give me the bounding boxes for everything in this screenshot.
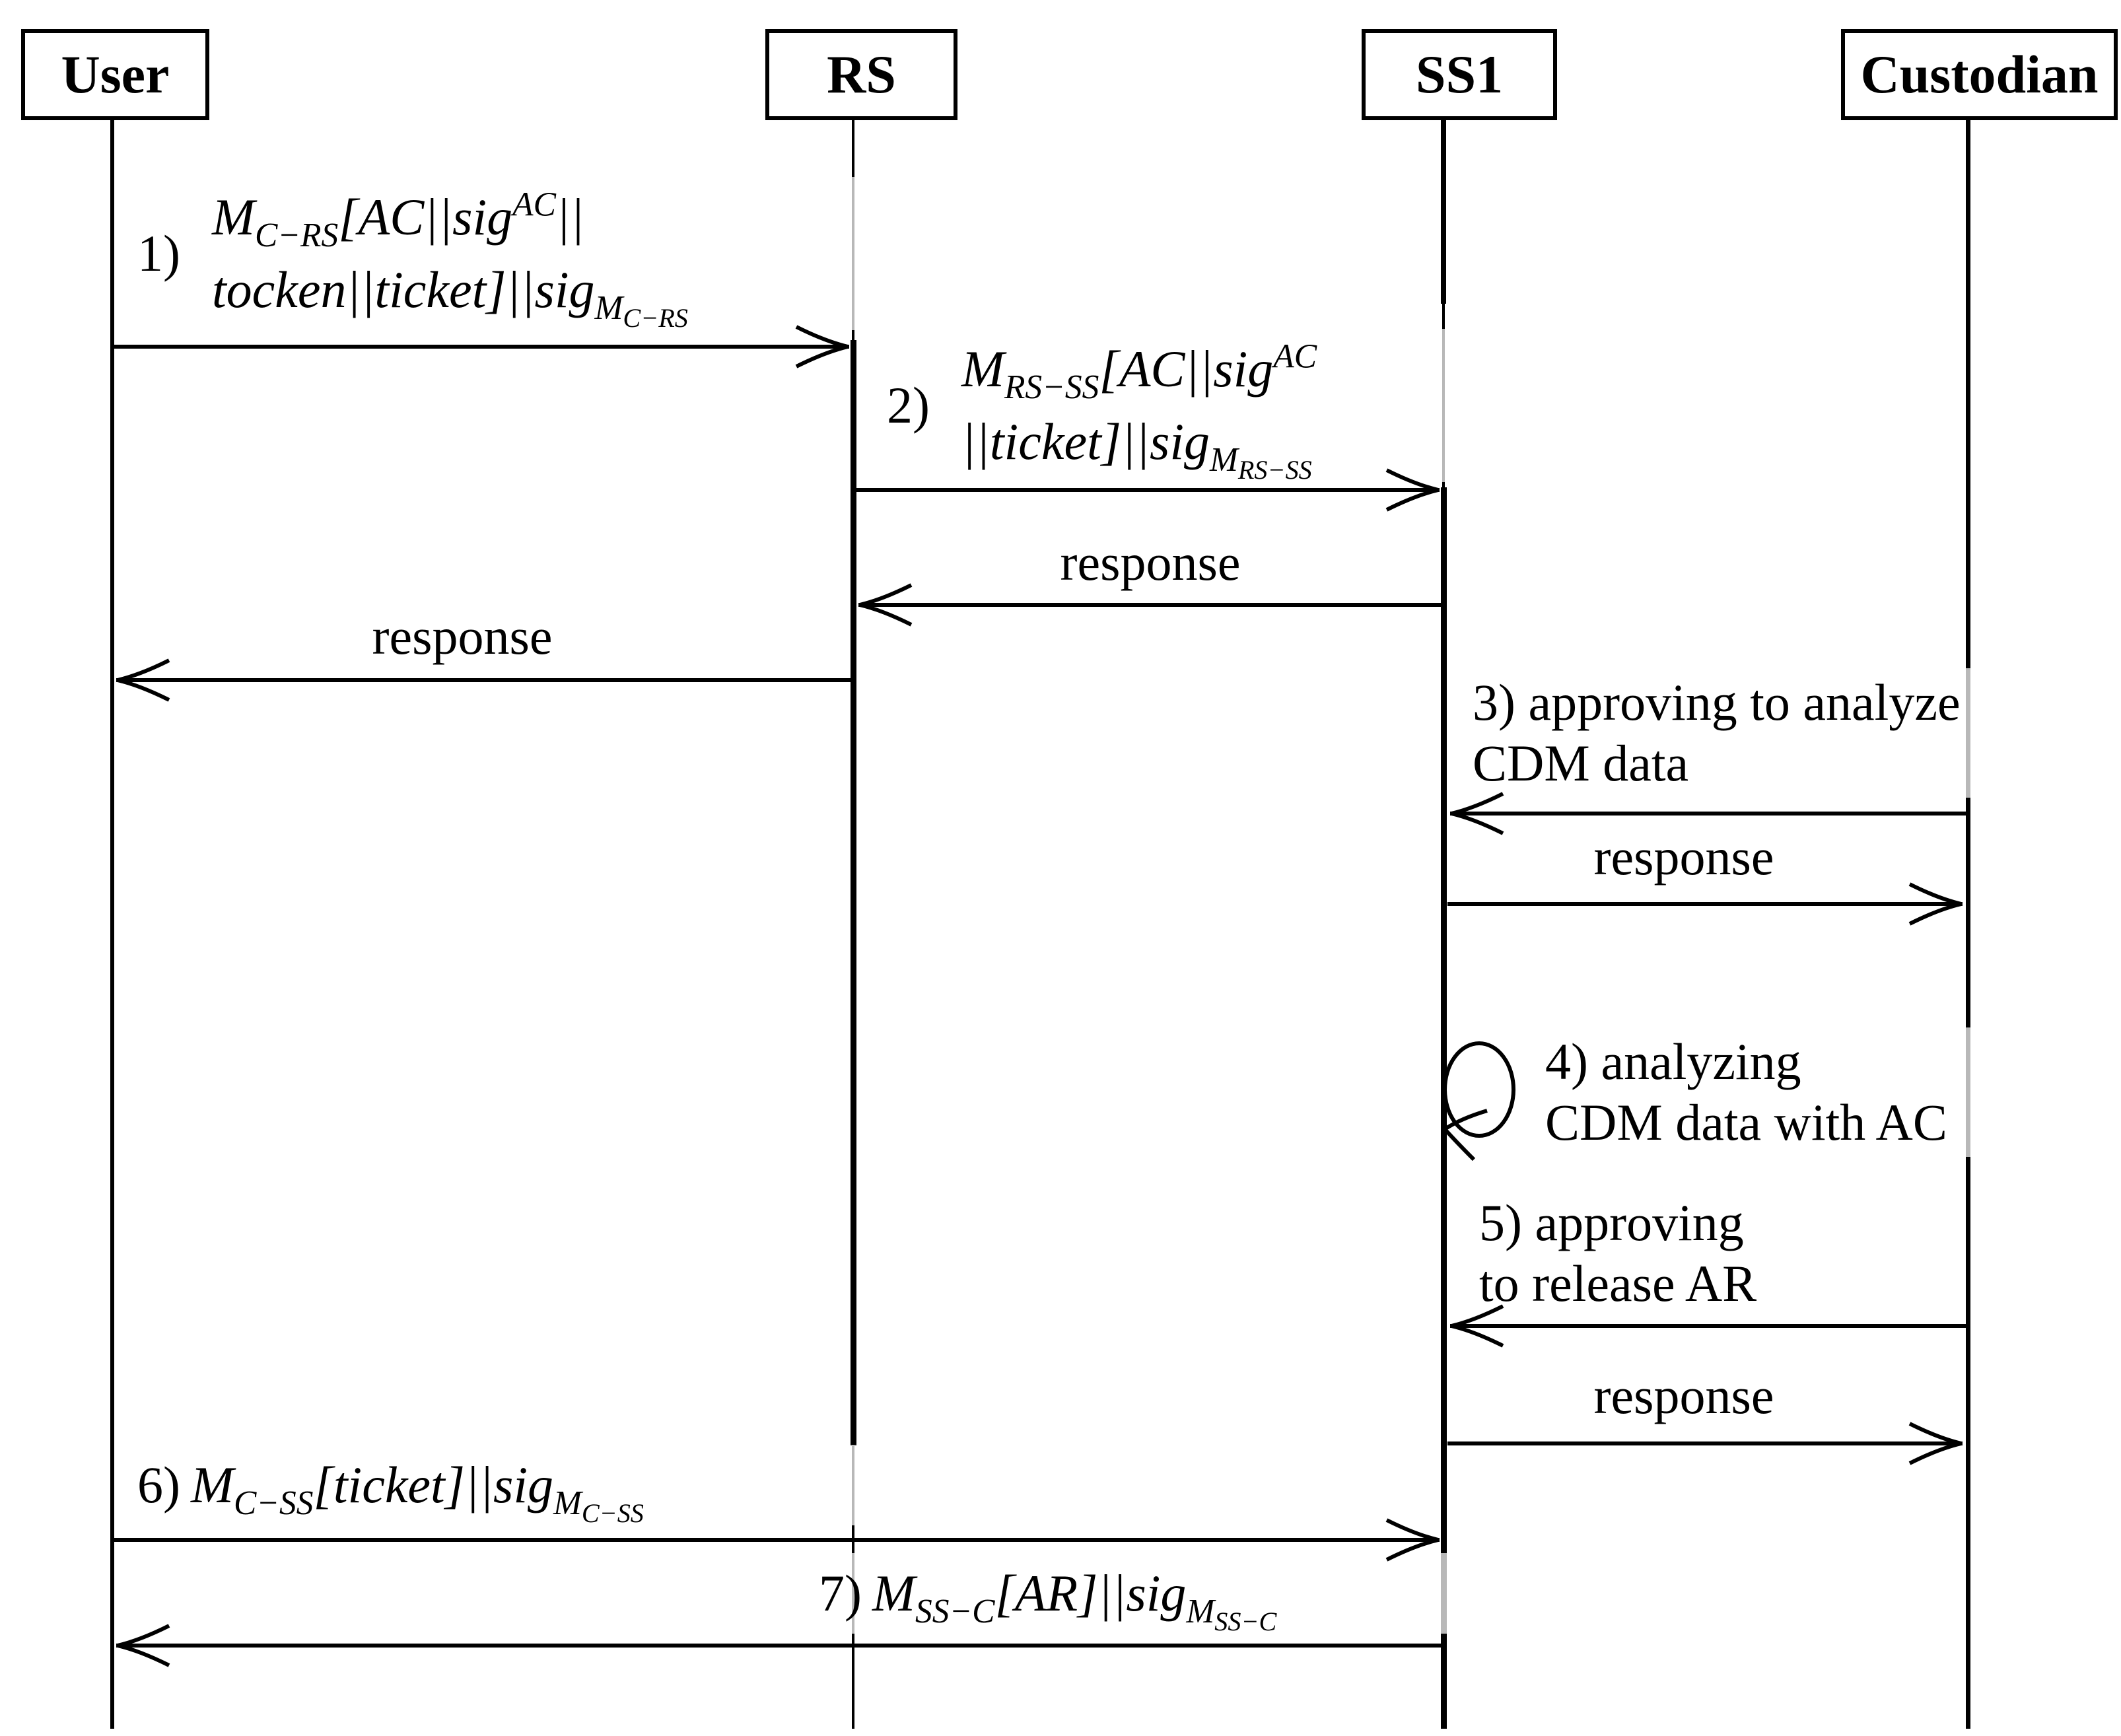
message-7-step: 7) bbox=[819, 1564, 862, 1622]
actor-label-user: User bbox=[61, 44, 170, 104]
self-loop-arrowhead bbox=[1443, 1109, 1488, 1162]
activation-bar-ss1 bbox=[1441, 487, 1447, 1729]
response-ss1-to-rs-label: response bbox=[919, 528, 1381, 597]
message-6-step: 6) bbox=[137, 1456, 180, 1513]
message-2-step: 2) bbox=[887, 376, 930, 434]
actor-label-rs: RS bbox=[827, 44, 896, 104]
message-7-label: 7) MSS−C[AR]||sigMSS−C bbox=[807, 1553, 1456, 1635]
self-loop-ss1 bbox=[1443, 1041, 1515, 1138]
message-1-step: 1) bbox=[137, 225, 180, 282]
response-ss1-to-custodian-label-2: response bbox=[1486, 1362, 1882, 1430]
lifeline-user bbox=[110, 120, 114, 1729]
arrow-user-to-rs bbox=[112, 325, 849, 368]
response-ss1-to-custodian-label-1: response bbox=[1486, 823, 1882, 891]
message-5-label: 5) approving to release AR bbox=[1467, 1189, 1811, 1318]
actor-label-ss1: SS1 bbox=[1415, 44, 1504, 104]
message-3-label: 3) approving to analyze CDM data bbox=[1461, 668, 2060, 798]
message-1-math: MC−RS[AC||sigAC|| tocken||ticket]||sigMC… bbox=[211, 186, 688, 333]
activation-bar-rs bbox=[851, 340, 856, 1446]
lifeline-custodian bbox=[1966, 120, 1970, 1729]
message-1-label: 1) MC−RS[AC||sigAC|| tocken||ticket]||si… bbox=[125, 177, 872, 333]
actor-label-custodian: Custodian bbox=[1860, 44, 2099, 104]
message-6-label: 6) MC−SS[ticket]||sigMC−SS bbox=[125, 1445, 872, 1527]
actor-box-ss1: SS1 bbox=[1362, 29, 1557, 120]
actor-box-custodian: Custodian bbox=[1841, 29, 2118, 120]
message-2-label: 2) MRS−SS[AC||sigAC ||ticket]||sigMRS−SS bbox=[875, 329, 1456, 485]
actor-box-rs: RS bbox=[765, 29, 957, 120]
activation-bar-ss1-top bbox=[1441, 120, 1446, 304]
actor-box-user: User bbox=[21, 29, 209, 120]
message-2-math: MRS−SS[AC||sigAC ||ticket]||sigMRS−SS bbox=[961, 337, 1317, 485]
message-4-label: 4) analyzing CDM data with AC bbox=[1533, 1027, 2031, 1157]
response-rs-to-user-label: response bbox=[198, 602, 726, 671]
